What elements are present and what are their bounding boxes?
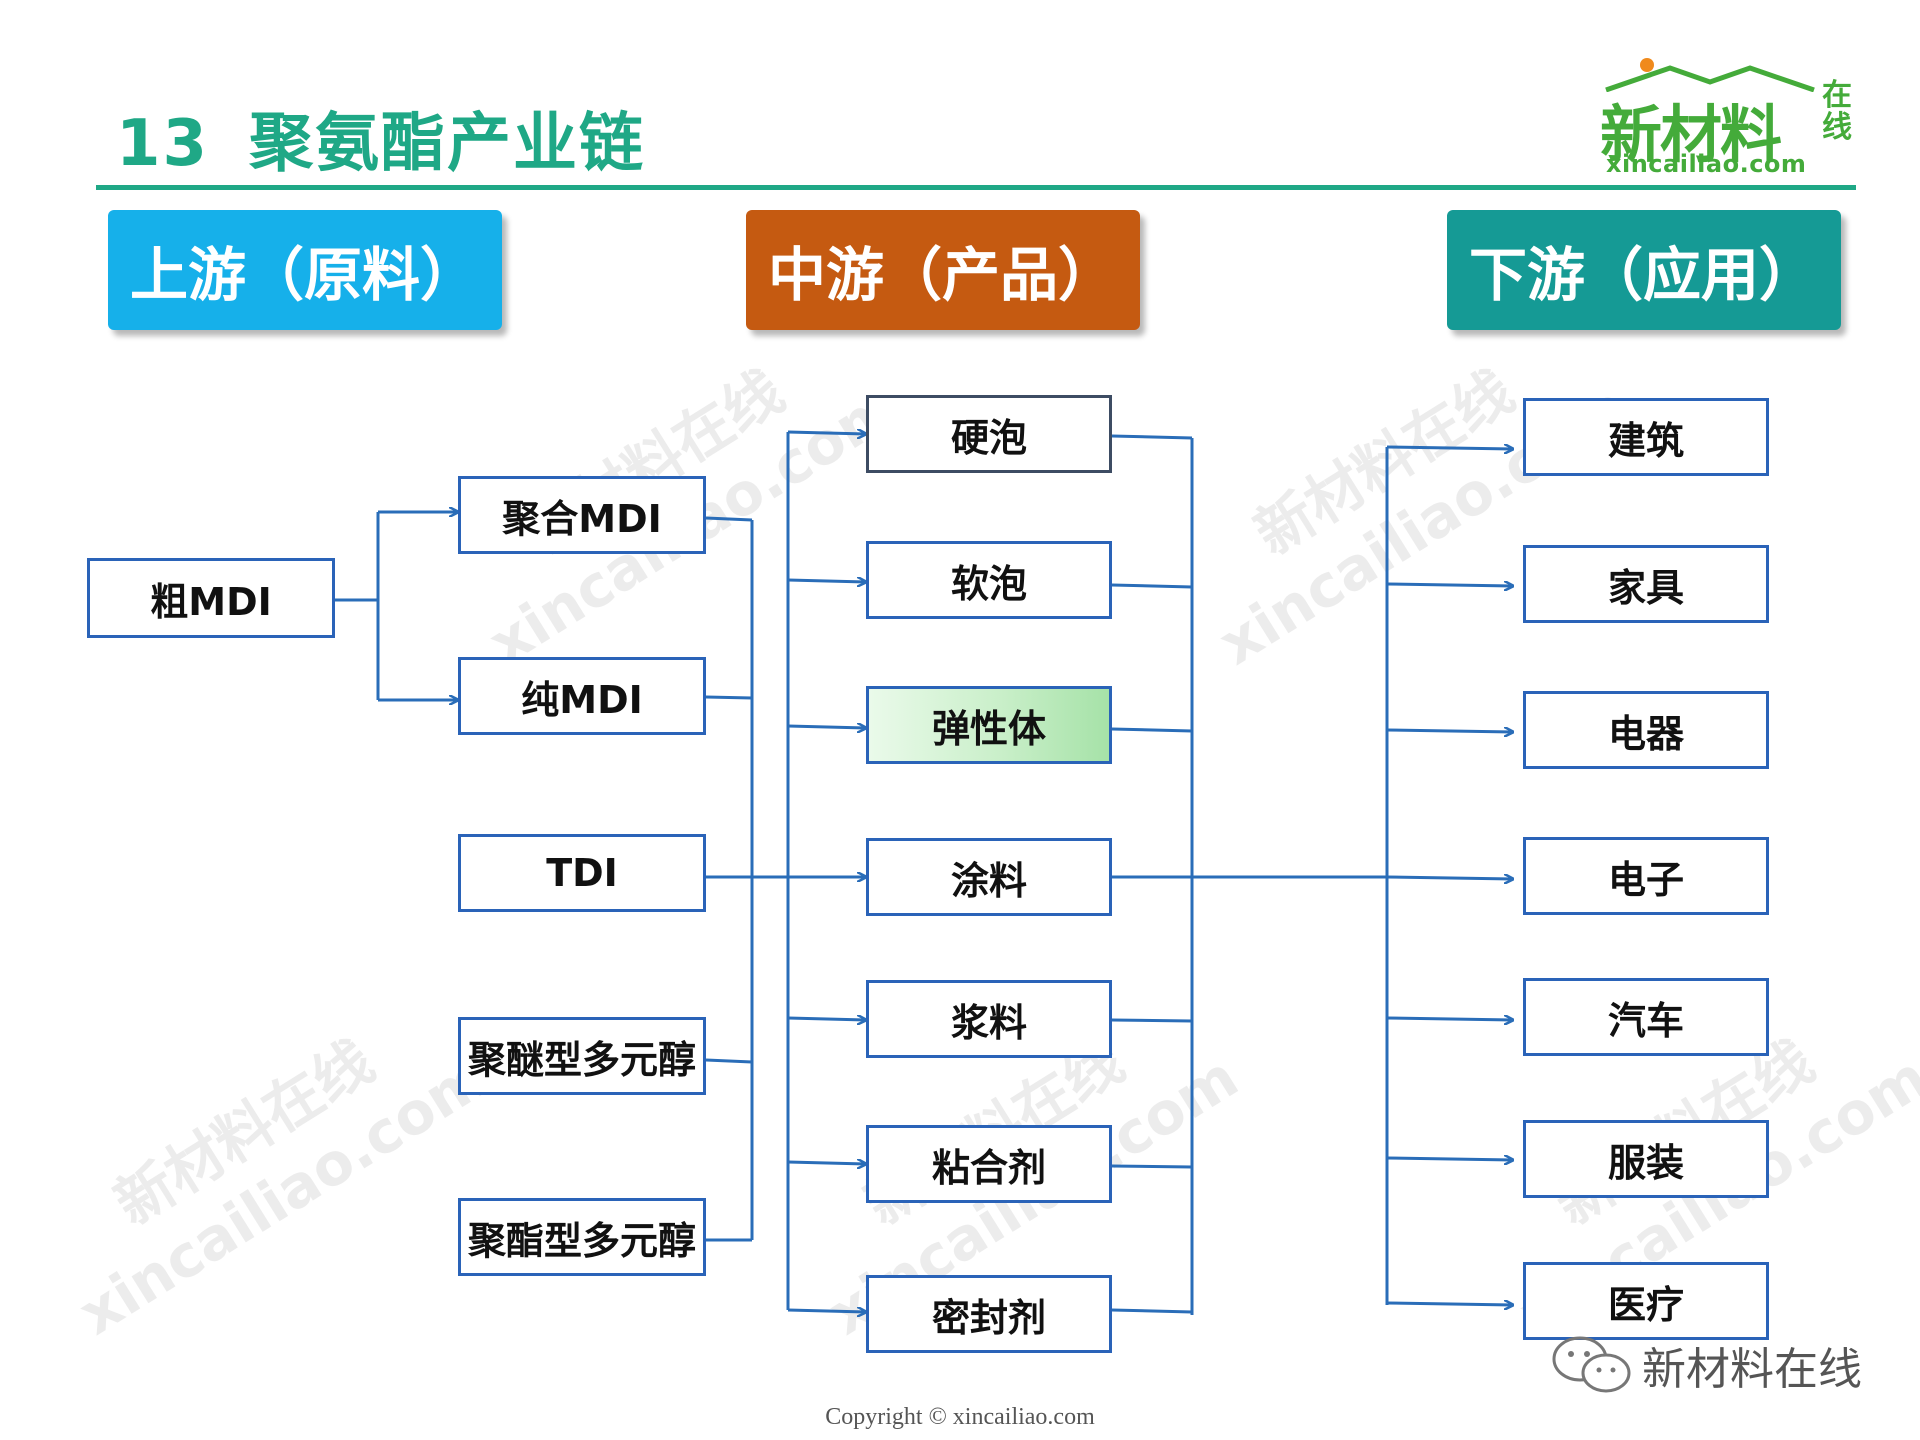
- logo-dot-icon: [1640, 58, 1654, 72]
- connector: [787, 1310, 866, 1312]
- node-elastomer: 弹性体: [866, 686, 1112, 764]
- connector: [787, 432, 866, 434]
- node-pure-mdi: 纯MDI: [458, 657, 706, 735]
- logo-url: xincailiao.com: [1606, 150, 1807, 178]
- connector: [1111, 1164, 1193, 1169]
- connector: [1386, 1303, 1513, 1305]
- wechat-label: 新材料在线: [1642, 1344, 1862, 1395]
- connector: [1386, 877, 1513, 879]
- node-adhesive: 粘合剂: [866, 1125, 1112, 1203]
- connector: [1111, 727, 1193, 733]
- connector: [787, 1162, 866, 1164]
- node-sealant: 密封剂: [866, 1275, 1112, 1353]
- node-polymeric-mdi: 聚合MDI: [458, 476, 706, 554]
- connector: [1386, 1158, 1513, 1160]
- connector: [1111, 1308, 1193, 1314]
- node-coating: 涂料: [866, 838, 1112, 916]
- connector: [1386, 584, 1513, 586]
- node-crude-mdi: 粗MDI: [87, 558, 335, 638]
- node-apparel: 服装: [1523, 1120, 1769, 1198]
- wechat-mark: 新材料在线: [1550, 1333, 1862, 1397]
- header-midstream: 中游（产品）: [746, 210, 1140, 330]
- title-number: 13: [116, 107, 210, 181]
- header-downstream: 下游（应用）: [1447, 210, 1841, 330]
- connector: [787, 726, 866, 728]
- page-title: 13 聚氨酯产业链: [116, 92, 645, 184]
- node-slurry: 浆料: [866, 980, 1112, 1058]
- connector: [1111, 583, 1193, 589]
- logo-side-text: 在线: [1822, 78, 1852, 145]
- node-appliances: 电器: [1523, 691, 1769, 769]
- header-upstream: 上游（原料）: [108, 210, 502, 330]
- title-divider: [96, 185, 1856, 190]
- node-polyester-polyol: 聚酯型多元醇: [458, 1198, 706, 1276]
- copyright-text: Copyright © xincailiao.com: [825, 1404, 1095, 1430]
- connector: [705, 695, 753, 700]
- node-soft-foam: 软泡: [866, 541, 1112, 619]
- logo-roof-icon: [1605, 65, 1815, 92]
- connector: [1386, 1018, 1513, 1020]
- node-tdi: TDI: [458, 834, 706, 912]
- node-automotive: 汽车: [1523, 978, 1769, 1056]
- node-rigid-foam: 硬泡: [866, 395, 1112, 473]
- logo-wordmark: 新材料: [1600, 98, 1782, 171]
- title-text: 聚氨酯产业链: [249, 107, 646, 181]
- node-polyether-polyol: 聚醚型多元醇: [458, 1017, 706, 1095]
- wechat-icon: [1552, 1336, 1631, 1393]
- node-electronics: 电子: [1523, 837, 1769, 915]
- connector: [705, 1058, 753, 1064]
- node-construction: 建筑: [1523, 398, 1769, 476]
- node-medical: 医疗: [1523, 1262, 1769, 1340]
- connector: [1386, 730, 1513, 732]
- brand-logo: 新材料 在线 xincailiao.com: [1600, 58, 1860, 178]
- connector: [787, 1018, 866, 1020]
- connector: [1386, 447, 1513, 449]
- node-furniture: 家具: [1523, 545, 1769, 623]
- connector: [1111, 1018, 1193, 1023]
- connector: [705, 516, 753, 522]
- connector: [1111, 434, 1193, 440]
- connector: [787, 580, 866, 582]
